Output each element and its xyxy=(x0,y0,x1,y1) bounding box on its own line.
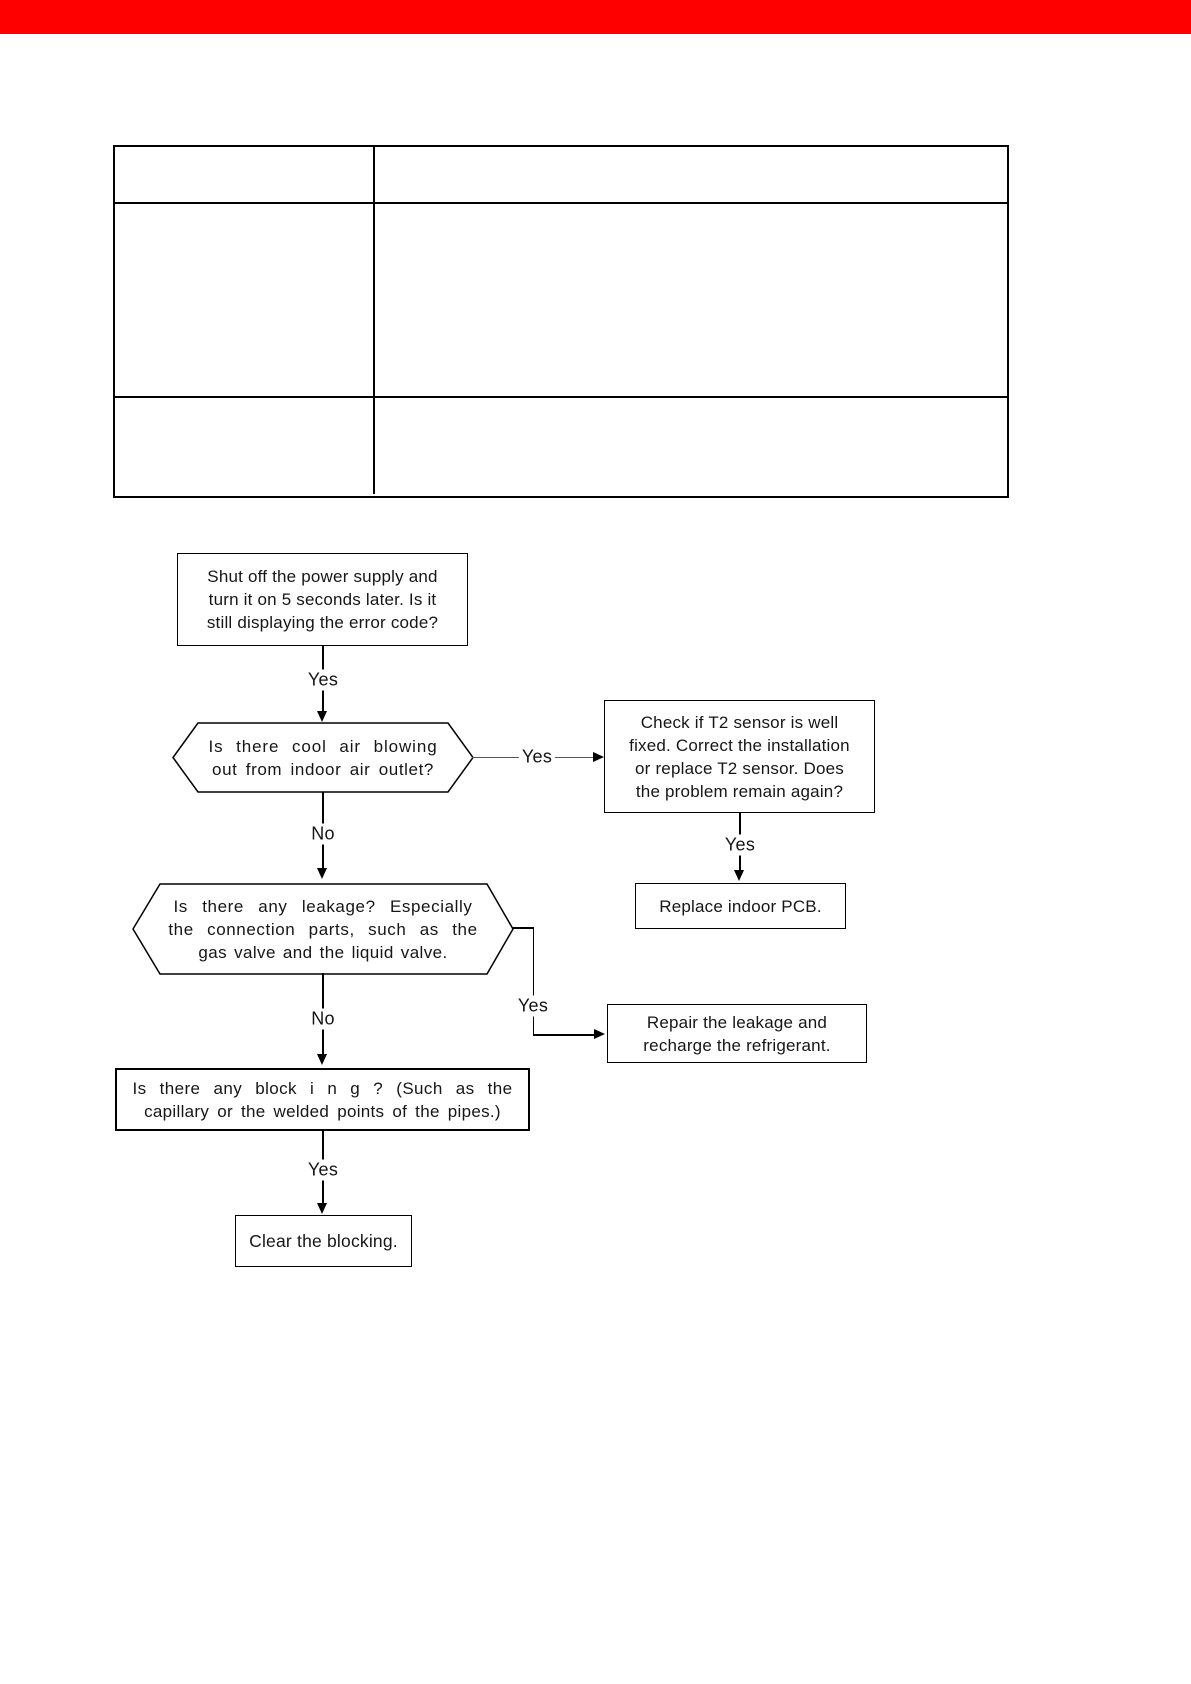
table-row xyxy=(115,147,1007,204)
table-cell xyxy=(375,147,1007,202)
arrowhead-down-icon xyxy=(317,868,327,879)
table-cell xyxy=(375,398,1007,494)
connector-line xyxy=(532,927,535,1036)
label-yes: Yes xyxy=(304,1159,342,1181)
top-red-bar xyxy=(0,0,1191,34)
label-no: No xyxy=(308,823,338,845)
table-row xyxy=(115,398,1007,494)
table-cell xyxy=(115,204,375,396)
label-yes: Yes xyxy=(514,995,552,1017)
arrowhead-down-icon xyxy=(317,711,327,722)
table-cell xyxy=(375,204,1007,396)
table-row xyxy=(115,204,1007,398)
table-cell xyxy=(115,398,375,494)
arrowhead-right-icon xyxy=(593,751,604,762)
empty-table xyxy=(113,145,1009,498)
connector-line xyxy=(512,927,533,929)
flowchart-clear-blocking-box: Clear the blocking. xyxy=(235,1215,412,1267)
flowchart-replace-pcb-box: Replace indoor PCB. xyxy=(635,883,846,929)
label-yes: Yes xyxy=(304,669,342,691)
arrowhead-down-icon xyxy=(734,870,744,881)
arrowhead-down-icon xyxy=(317,1203,327,1214)
decision-hexagon-cool-air xyxy=(172,722,474,793)
label-no: No xyxy=(308,1008,338,1030)
label-yes: Yes xyxy=(518,746,556,768)
label-yes: Yes xyxy=(721,834,759,856)
arrowhead-down-icon xyxy=(317,1054,327,1065)
arrowhead-right-icon xyxy=(594,1029,605,1039)
table-cell xyxy=(115,147,375,202)
decision-hexagon-leakage xyxy=(132,883,514,975)
connector-line xyxy=(532,1034,595,1036)
